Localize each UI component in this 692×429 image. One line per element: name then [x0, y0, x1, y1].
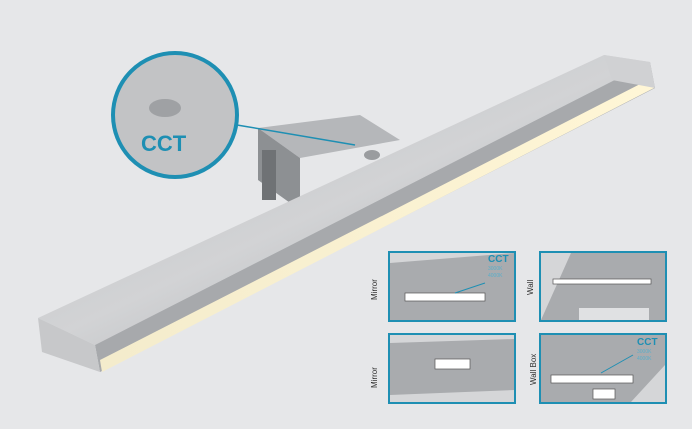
mirror-install-diagram — [390, 253, 514, 320]
panel-label: Wall Box — [529, 353, 538, 385]
cct-temp-warm: 3000K — [488, 266, 503, 272]
cct-temp-neutral: 4000K — [488, 273, 503, 279]
panel-wall-install — [539, 251, 667, 322]
cct-badge-label: CCT — [637, 337, 658, 348]
wall-box-install-diagram — [541, 335, 665, 402]
mirror-bracket-diagram — [390, 339, 514, 395]
cct-badge-label: CCT — [488, 254, 509, 265]
wall-install-diagram — [541, 253, 665, 320]
panel-label: Wall — [526, 279, 535, 295]
cct-callout — [111, 51, 356, 179]
callout-cct-label: CCT — [141, 131, 187, 156]
mounting-bracket — [258, 115, 400, 210]
cct-temp-warm: 3000K — [637, 349, 652, 355]
cct-temp-neutral: 4000K — [637, 356, 652, 362]
panel-label: Mirror — [370, 279, 379, 300]
panel-label: Mirror — [370, 367, 379, 388]
light-bar — [38, 55, 655, 372]
panel-mirror-bracket — [388, 333, 516, 404]
